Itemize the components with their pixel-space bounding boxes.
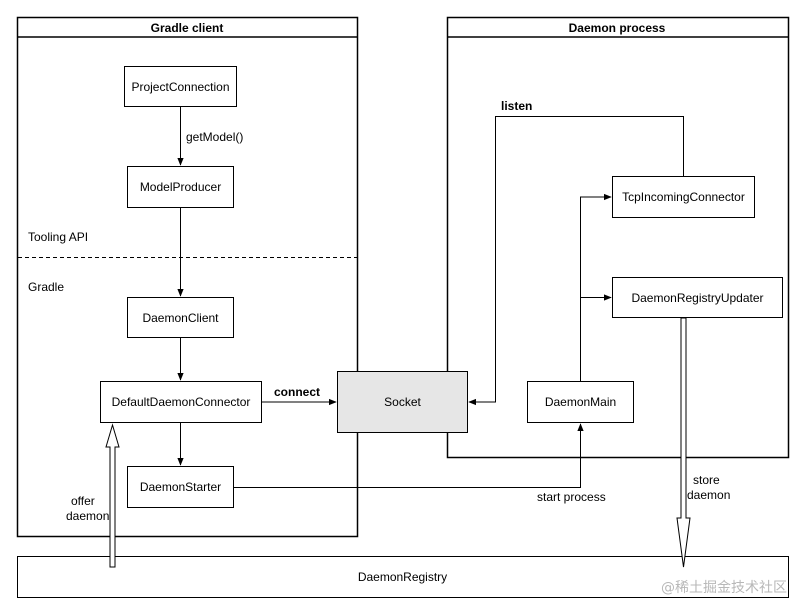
- node-label: DaemonMain: [545, 395, 616, 409]
- node-label: DaemonStarter: [140, 480, 221, 494]
- edge-main-to-tcp-connector: [580, 193, 612, 381]
- edge-start-process: start process: [234, 423, 606, 504]
- edge-label-offer: offer: [71, 494, 95, 508]
- node-label: TcpIncomingConnector: [622, 190, 745, 204]
- node-daemon-registry: DaemonRegistry: [17, 556, 789, 598]
- watermark: @稀土掘金技术社区: [661, 580, 787, 596]
- node-label: DaemonRegistry: [358, 570, 447, 584]
- edge-label-get-model: getModel(): [186, 130, 243, 144]
- daemon-process-title: Daemon process: [569, 21, 666, 35]
- node-daemon-client: DaemonClient: [127, 297, 234, 338]
- tooling-api-label: Tooling API: [28, 230, 88, 244]
- node-tcp-incoming-connector: TcpIncomingConnector: [612, 176, 755, 218]
- edge-label-start-process: start process: [537, 490, 606, 504]
- edge-label-listen: listen: [501, 99, 532, 113]
- edge-label-store: store: [693, 473, 720, 487]
- edge-label-offer-daemon: daemon: [66, 509, 109, 523]
- node-daemon-starter: DaemonStarter: [127, 466, 234, 508]
- edge-label-store-daemon: daemon: [687, 488, 730, 502]
- node-daemon-main: DaemonMain: [527, 381, 634, 423]
- node-socket: Socket: [337, 371, 468, 433]
- edge-label-connect: connect: [274, 385, 320, 399]
- node-model-producer: ModelProducer: [127, 166, 234, 208]
- gradle-client-title: Gradle client: [151, 21, 224, 35]
- node-default-daemon-connector: DefaultDaemonConnector: [100, 381, 262, 423]
- edge-get-model: getModel(): [177, 107, 243, 166]
- node-label: DefaultDaemonConnector: [112, 395, 251, 409]
- gradle-section-label: Gradle: [28, 280, 64, 294]
- edge-offer-daemon: offer daemon: [66, 423, 120, 568]
- node-label: DaemonRegistryUpdater: [631, 291, 763, 305]
- edge-connect: connect: [262, 385, 337, 406]
- node-label: Socket: [384, 395, 421, 409]
- node-project-connection: ProjectConnection: [124, 66, 237, 107]
- node-daemon-registry-updater: DaemonRegistryUpdater: [612, 277, 783, 318]
- edge-listen: listen: [468, 99, 684, 406]
- node-label: ProjectConnection: [131, 80, 229, 94]
- node-label: ModelProducer: [140, 180, 221, 194]
- edge-store-daemon: store daemon: [676, 317, 730, 568]
- node-label: DaemonClient: [142, 311, 219, 325]
